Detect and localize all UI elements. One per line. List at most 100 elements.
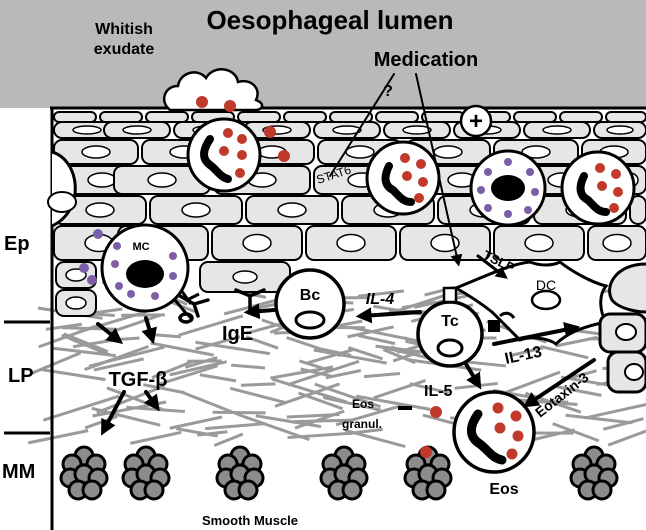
fiber [294, 409, 345, 430]
eosinophil-epi-1 [186, 117, 262, 193]
fiber [42, 394, 120, 422]
fiber [84, 345, 149, 371]
fiber [540, 344, 589, 360]
eosinophil-lp [452, 390, 536, 474]
fiber [199, 373, 237, 383]
fiber [129, 430, 182, 445]
epithelial-cell [399, 225, 491, 261]
epithelial-cell [523, 121, 591, 139]
il4-label: IL-4 [366, 291, 395, 308]
muscle-cluster [569, 445, 619, 501]
eos-granul-line2: granul. [342, 417, 382, 431]
epithelial-cell [245, 195, 339, 225]
fiber [255, 414, 322, 429]
layer-lp-label: LP [8, 365, 34, 387]
fiber [357, 289, 405, 298]
epithelial-cell [211, 225, 303, 261]
epithelial-cell [375, 111, 419, 123]
fiber [348, 427, 383, 435]
medication-label: Medication [374, 49, 478, 71]
muscle-cluster [319, 445, 369, 501]
epithelial-cell [493, 225, 585, 261]
layer-mm-label: MM [2, 461, 35, 483]
fiber [93, 357, 144, 372]
fiber [244, 415, 310, 442]
eos-granul-line1: Eos [352, 397, 374, 411]
plus-sign: + [469, 108, 483, 135]
muscle-cluster [121, 445, 171, 501]
fiber [555, 335, 598, 348]
question-mark: ? [383, 83, 393, 100]
epithelial-cell [513, 111, 557, 123]
il5-label: IL-5 [424, 383, 453, 400]
fiber [293, 418, 354, 424]
fiber [335, 403, 406, 427]
fiber [363, 371, 401, 379]
epithelial-cell [313, 121, 381, 139]
b-cell: Bc [274, 268, 346, 340]
epithelial-cell [53, 195, 147, 225]
fiber [96, 384, 165, 415]
fiber [322, 395, 382, 412]
fiber [195, 335, 241, 351]
fiber [27, 429, 89, 445]
eos-granule-1 [430, 406, 442, 418]
fiber [159, 364, 219, 386]
epithelial-cell [305, 225, 397, 261]
granule-dash [398, 406, 412, 410]
fiber [169, 415, 223, 430]
mast-cell-epi [469, 149, 547, 227]
mc-label: MC [132, 241, 149, 253]
fiber [602, 417, 644, 431]
fiber [231, 363, 266, 370]
fiber [300, 367, 332, 378]
ige-label: IgE [222, 323, 253, 345]
epithelial-cell [53, 111, 97, 123]
fiber [195, 340, 271, 356]
fiber [464, 360, 506, 368]
fiber [357, 334, 396, 346]
fiber [151, 359, 196, 380]
smooth-muscle-clusters [59, 445, 619, 501]
fiber [506, 370, 561, 394]
fiber [401, 300, 437, 310]
fiber [31, 351, 82, 375]
fiber [184, 356, 218, 369]
fiber [584, 402, 646, 420]
right-epi-cells [598, 262, 646, 394]
epithelial-cell [99, 111, 143, 123]
lumen-area [0, 0, 646, 108]
fiber [355, 394, 431, 411]
free-granule-2 [278, 150, 290, 162]
purple-granule-3 [87, 275, 97, 285]
epithelial-cell [237, 111, 281, 123]
fiber [213, 432, 244, 447]
mast-cell: MC [100, 223, 200, 320]
plus-indicator: + [459, 104, 493, 138]
fiber [325, 369, 362, 380]
bc-label: Bc [300, 287, 321, 304]
eos-label: Eos [489, 481, 518, 498]
arrows [96, 73, 596, 436]
epithelial-cell [605, 111, 646, 123]
fiber [178, 314, 244, 337]
fiber [212, 410, 266, 415]
layer-ep-label: Ep [4, 233, 30, 255]
fiber [240, 382, 276, 387]
muscle-cluster [59, 445, 109, 501]
epithelial-cell [421, 111, 465, 123]
fiber [61, 333, 112, 357]
epithelial-cell [593, 121, 646, 139]
epithelial-cell [103, 121, 171, 139]
exudate-label-line1: Whitish [95, 21, 153, 38]
fiber [607, 429, 646, 447]
partial-cell-left [47, 150, 77, 228]
fiber [554, 384, 602, 397]
tgf-label: TGF-β [109, 369, 168, 391]
fiber [270, 365, 334, 380]
fiber [350, 325, 420, 343]
epithelial-cell [559, 111, 603, 123]
free-granule-1 [264, 126, 276, 138]
